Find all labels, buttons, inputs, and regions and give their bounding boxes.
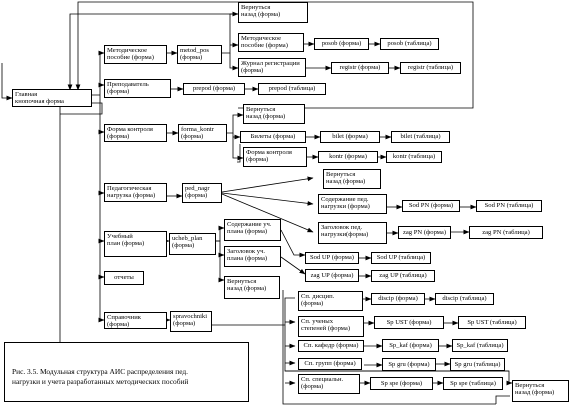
node-kontr-form-2: Форма контроля (форма)	[243, 147, 307, 167]
node-spkaf-form: Sp_kaf (форма)	[382, 339, 439, 352]
node-sp-dept: Сп. кафедр (форма)	[298, 340, 364, 352]
node-sodpn-form: Sod PN (форма)	[402, 200, 460, 212]
node-back-form-2: Вернуться назад (форма)	[243, 104, 305, 124]
node-teacher-form: Преподаватель (форма)	[104, 79, 171, 98]
node-spkaf-table: Sp_kaf (таблица)	[452, 339, 508, 352]
node-main-menu: Главная кнопочная форма	[12, 89, 92, 107]
node-metod-form: Методическое пособие (форма)	[104, 45, 167, 64]
node-registr-journal: Журнал регистрации (форма)	[238, 58, 306, 77]
node-zagup-table: zag UP (таблица)	[371, 270, 435, 282]
node-sodup-form: Sod UP (форма)	[305, 252, 359, 264]
node-spgru-table: Sp gru (таблица)	[450, 358, 505, 371]
entry-arrow	[1, 63, 13, 101]
node-sp-discip: Сп. дисцип. (форма)	[298, 291, 363, 311]
node-metod-form-2: Методическое пособие (форма)	[238, 33, 304, 52]
node-ped-nagr: ped_nagr (форма)	[182, 183, 222, 203]
node-kontr-main: Форма контроля (форма)	[104, 124, 167, 142]
node-posob-table: posob (таблица)	[380, 38, 439, 50]
node-spust-table: Sp UST (таблица)	[458, 316, 526, 329]
node-load-header: Заголовок пед. нагрузки(форма)	[318, 222, 387, 244]
node-zagpn-form: zag PN (форма)	[398, 226, 451, 239]
node-back-form-3: Вернуться назад (форма)	[323, 169, 381, 189]
node-back-form-4: Вернуться назад (форма)	[224, 276, 280, 299]
node-discip-table: discip (таблица)	[435, 293, 494, 305]
node-metod-pos: metod_pos (форма)	[177, 45, 222, 64]
node-discip-form: discip (форма)	[371, 293, 425, 305]
node-kontr-form: kontr (форма)	[318, 151, 378, 163]
node-back-form-5: Вернуться назад (форма)	[512, 380, 569, 402]
node-plan-header: Заголовок уч. плана (форма)	[224, 246, 281, 267]
node-reports: отчеты	[104, 271, 144, 285]
node-kontr-table: kontr (таблица)	[386, 151, 442, 163]
node-plan-form: Учебный план (форма)	[104, 231, 167, 257]
node-spust-form: Sp UST (форма)	[374, 316, 444, 329]
node-sp-group: Сп. групп (форма)	[298, 358, 362, 370]
node-spspe-table: Sp spe (таблица)	[443, 377, 503, 390]
node-plan-content: Содержание уч. плана (форма)	[224, 219, 281, 241]
node-bilet-form: bilet (форма)	[320, 131, 380, 143]
node-tickets-form: Билеты (форма)	[240, 131, 306, 143]
node-load-form: Педагогическая нагрузка (форма)	[104, 183, 167, 202]
node-sodpn-table: Sod PN (таблица)	[476, 200, 542, 212]
node-zagpn-table: zag PN (таблица)	[469, 226, 543, 239]
outer-frame-right	[223, 1, 474, 109]
node-back-form-1: Вернуться назад (форма)	[238, 2, 308, 23]
node-posob-form: posob (форма)	[314, 38, 369, 50]
node-prepod-form: prepod (форма)	[183, 83, 245, 95]
node-forma-kontr: forma_kontr (форма)	[178, 124, 227, 142]
node-spgru-form: Sp gru (форма)	[382, 358, 436, 371]
node-spravochniki: spravochniki (форма)	[170, 311, 212, 332]
node-load-content: Содержание пед. нагрузки (форма)	[318, 194, 387, 214]
node-ref-form: Справочник (форма)	[104, 312, 167, 329]
node-sodup-table: Sod UP (таблица)	[371, 252, 431, 264]
node-sp-special: Сп. специальн. (форма)	[298, 374, 360, 394]
node-prepod-table: prepod (таблица)	[258, 83, 326, 95]
outer-frame-top	[75, 1, 223, 91]
node-registr-form: registr (форма)	[331, 62, 389, 74]
node-zagup-form: zag UP (форма)	[305, 269, 359, 282]
return-loop-top	[67, 13, 238, 91]
node-spspe-form: Sp spe (форма)	[370, 377, 433, 390]
main-bus	[92, 53, 101, 320]
node-sp-degree: Сп. ученых степеней (форма)	[298, 316, 364, 337]
node-ucheb-plan: ucheb_plan (форма)	[169, 233, 216, 255]
figure-caption: Рис. 3.5. Модульная структура АИС распре…	[4, 342, 249, 402]
node-registr-table: registr (таблица)	[400, 62, 461, 74]
node-bilet-table: bilet (таблица)	[391, 131, 450, 143]
